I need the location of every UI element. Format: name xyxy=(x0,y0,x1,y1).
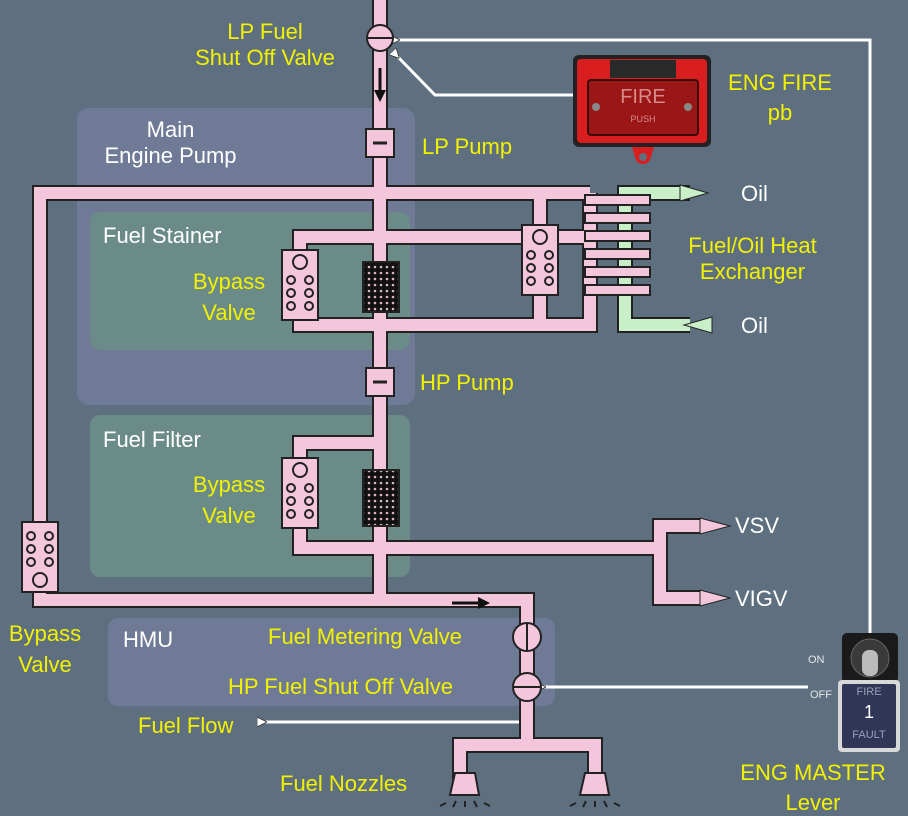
label-line: Lever xyxy=(785,790,841,815)
hmu-region xyxy=(108,618,555,706)
master-off-label: OFF xyxy=(810,689,832,701)
vigv-arrow xyxy=(699,589,732,607)
hp-fuel-shutoff-valve xyxy=(512,672,542,702)
filter-element xyxy=(362,469,400,527)
eng-master-label: ENG MASTER Lever xyxy=(718,758,908,816)
fuel-metering-valve-label: Fuel Metering Valve xyxy=(268,624,463,649)
label-line: ENG MASTER xyxy=(740,760,886,785)
fire-button-sub: PUSH xyxy=(630,114,656,124)
hp-pump-label: HP Pump xyxy=(420,370,514,395)
fuel-flow-label: Fuel Flow xyxy=(138,713,234,738)
label-line: Bypass xyxy=(8,621,82,646)
fuel-nozzle-left xyxy=(439,772,491,808)
fuel-nozzle-right xyxy=(569,772,621,808)
label-line: pb xyxy=(767,100,793,125)
main-engine-pump-label: Main Engine Pump xyxy=(104,117,237,168)
fuel-strainer-region xyxy=(90,212,410,350)
eng-fire-pushbutton[interactable] xyxy=(573,55,711,165)
lp-fuel-shutoff-valve xyxy=(366,24,394,52)
label-line: ENG FIRE xyxy=(728,70,832,95)
label-line: Fuel/Oil Heat xyxy=(688,233,817,258)
heat-exchanger xyxy=(584,194,651,296)
label-line: LP Fuel xyxy=(227,19,303,44)
label-line: Bypass xyxy=(192,472,266,497)
vsv-arrow xyxy=(699,517,732,535)
master-fire-label: FIRE xyxy=(856,686,882,698)
fuel-filter-label: Fuel Filter xyxy=(103,427,201,452)
fire-button-title: FIRE xyxy=(620,86,666,108)
oil-in-label: Oil xyxy=(741,313,768,338)
hmu-label: HMU xyxy=(123,627,174,652)
lp-pump xyxy=(365,128,395,158)
filter-bypass-valve xyxy=(281,457,319,529)
hp-pump xyxy=(365,367,395,397)
vsv-label: VSV xyxy=(735,513,780,538)
main-bypass-valve xyxy=(21,521,59,593)
master-number: 1 xyxy=(863,702,874,722)
master-on-label: ON xyxy=(808,654,825,666)
control-lines xyxy=(265,40,872,722)
flow-arrow-right xyxy=(452,597,490,609)
label-line: Valve xyxy=(202,300,256,325)
master-fault-label: FAULT xyxy=(852,729,886,741)
label-line: Shut Off Valve xyxy=(195,45,335,70)
label-line: Valve xyxy=(18,652,72,677)
eng-master-lever[interactable] xyxy=(838,633,900,752)
oil-in-arrow xyxy=(682,316,713,334)
label-line: Bypass xyxy=(192,269,266,294)
strainer-bypass-valve xyxy=(281,249,319,321)
fuel-pipe xyxy=(454,739,601,780)
fuel-metering-valve xyxy=(512,622,542,652)
eng-fire-label: ENG FIRE pb xyxy=(720,68,840,128)
oil-out-arrow xyxy=(679,184,710,202)
hp-fuel-valve-label: HP Fuel Shut Off Valve xyxy=(228,674,454,699)
flow-arrow-down xyxy=(374,68,386,102)
heat-exchanger-bypass-valve xyxy=(521,224,559,296)
fuel-strainer-label: Fuel Stainer xyxy=(103,223,222,248)
strainer-element xyxy=(362,261,400,313)
fuel-pipe xyxy=(654,520,700,604)
label-line: Exchanger xyxy=(699,259,806,284)
vigv-label: VIGV xyxy=(735,586,788,611)
fuel-nozzles-label: Fuel Nozzles xyxy=(280,771,408,796)
oil-out-label: Oil xyxy=(741,181,768,206)
lp-pump-label: LP Pump xyxy=(422,134,513,159)
fuel-filter-region xyxy=(90,415,410,577)
label-line: Valve xyxy=(202,503,256,528)
